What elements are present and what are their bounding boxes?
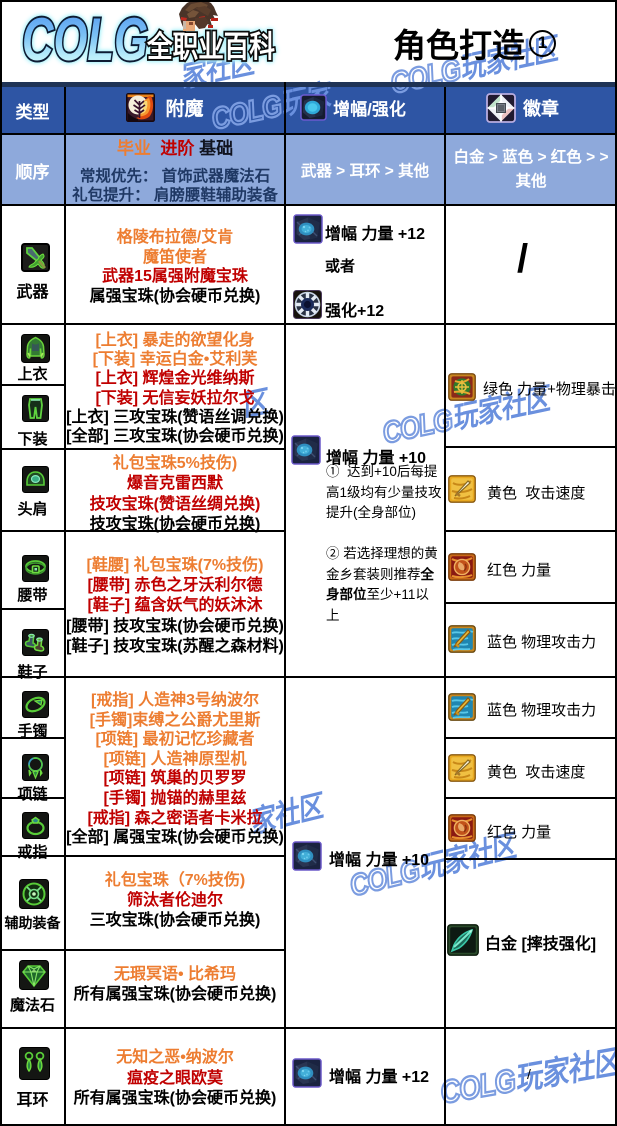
- svg-text:COLG: COLG: [22, 8, 148, 70]
- svg-text:全职业百科: 全职业百科: [146, 30, 275, 64]
